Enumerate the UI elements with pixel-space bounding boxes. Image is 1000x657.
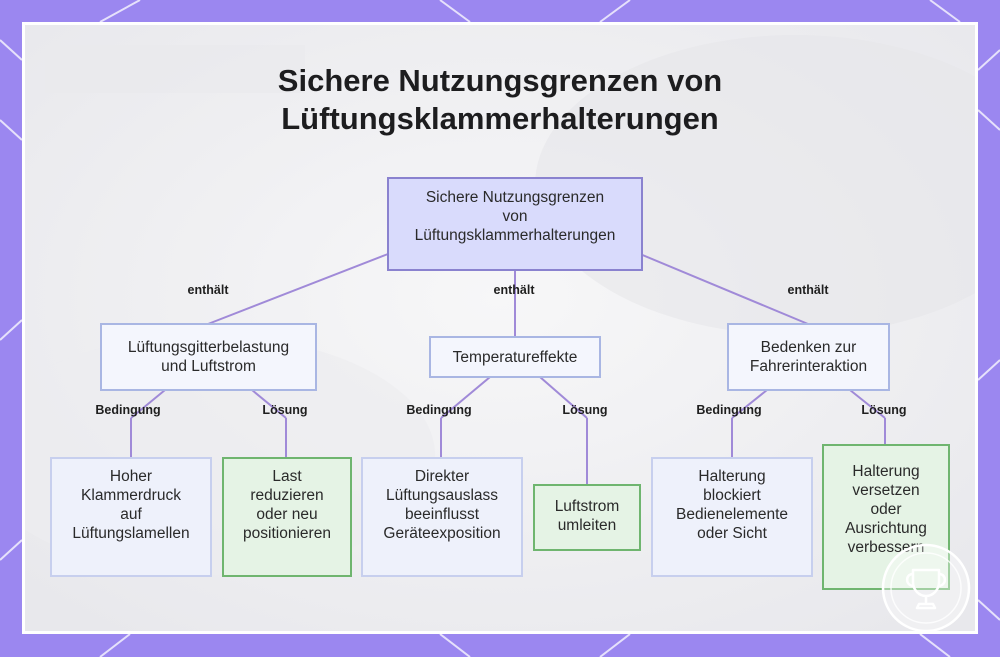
edge-label-condition: Bedingung bbox=[406, 403, 471, 417]
edge-label-contains: enthält bbox=[494, 283, 535, 297]
trophy-badge-icon bbox=[880, 542, 972, 634]
root-node: Sichere Nutzungsgrenzen von Lüftungsklam… bbox=[387, 177, 643, 271]
condition-node-2: Direkter Lüftungsauslass beeinflusst Ger… bbox=[361, 457, 523, 577]
condition-node-1: Hoher Klammerdruck auf Lüftungslamellen bbox=[50, 457, 212, 577]
edge-root-cat1 bbox=[208, 254, 388, 324]
edge-label-solution: Lösung bbox=[562, 403, 607, 417]
edge-label-condition: Bedingung bbox=[95, 403, 160, 417]
edge-label-solution: Lösung bbox=[262, 403, 307, 417]
category-node-vent-load: Lüftungsgitterbelastung und Luftstrom bbox=[100, 323, 317, 391]
solution-node-2: Luftstrom umleiten bbox=[533, 484, 641, 551]
condition-node-3: Halterung blockiert Bedienelemente oder … bbox=[651, 457, 813, 577]
edge-label-solution: Lösung bbox=[861, 403, 906, 417]
category-node-temperature: Temperatureffekte bbox=[429, 336, 601, 378]
solution-node-1: Last reduzieren oder neu positionieren bbox=[222, 457, 352, 577]
category-node-driver-interaction: Bedenken zur Fahrerinteraktion bbox=[727, 323, 890, 391]
edge-label-contains: enthält bbox=[188, 283, 229, 297]
edge-label-condition: Bedingung bbox=[696, 403, 761, 417]
edge-label-contains: enthält bbox=[788, 283, 829, 297]
edge-root-cat3 bbox=[640, 254, 808, 324]
